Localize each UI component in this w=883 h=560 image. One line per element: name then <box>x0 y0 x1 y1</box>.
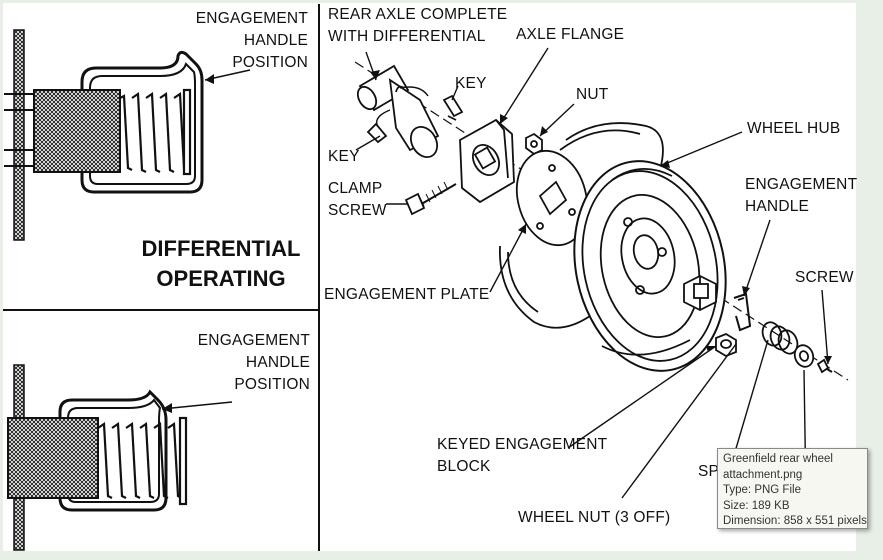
label-axle-flange: AXLE FLANGE <box>516 26 625 43</box>
label-differential-operating: DIFFERENTIAL OPERATING <box>141 236 301 291</box>
label-engagement-handle-position-bottom: ENGAGEMENT HANDLE POSITION <box>197 332 310 393</box>
label-wheel-nut: WHEEL NUT (3 OFF) <box>518 509 671 526</box>
label-clamp-screw: CLAMP SCREW <box>328 180 387 219</box>
file-info-tooltip: Greenfield rear wheel attachment.png Typ… <box>717 448 868 529</box>
bottom-engagement-assembly <box>7 364 233 551</box>
label-engagement-plate: ENGAGEMENT PLATE <box>324 286 490 303</box>
label-wheel-hub: WHEEL HUB <box>747 120 841 137</box>
exploded-wheel-assembly <box>354 61 849 381</box>
top-engagement-assembly <box>4 29 251 241</box>
tooltip-size: Size: 189 KB <box>723 499 790 512</box>
label-spring-partial: SP <box>698 463 720 480</box>
label-key-left: KEY <box>328 148 360 165</box>
tooltip-filename-line2: attachment.png <box>723 468 803 481</box>
panel-dividers <box>3 4 320 551</box>
label-rear-axle: REAR AXLE COMPLETE WITH DIFFERENTIAL <box>328 6 508 45</box>
tooltip-filename-line1: Greenfield rear wheel <box>723 453 833 465</box>
leader-arrowheads <box>370 70 832 364</box>
label-nut: NUT <box>576 86 609 103</box>
label-keyed-engagement-block: KEYED ENGAGEMENT BLOCK <box>437 436 608 475</box>
leader-lines <box>355 47 829 501</box>
label-screw: SCREW <box>795 269 854 286</box>
tooltip-dimension: Dimension: 858 x 551 pixels <box>723 515 867 527</box>
label-engagement-handle-position-top: ENGAGEMENT HANDLE POSITION <box>195 10 308 71</box>
tooltip-type: Type: PNG File <box>723 484 801 496</box>
label-key-top: KEY <box>455 75 487 92</box>
label-engagement-handle: ENGAGEMENT HANDLE <box>745 176 858 215</box>
